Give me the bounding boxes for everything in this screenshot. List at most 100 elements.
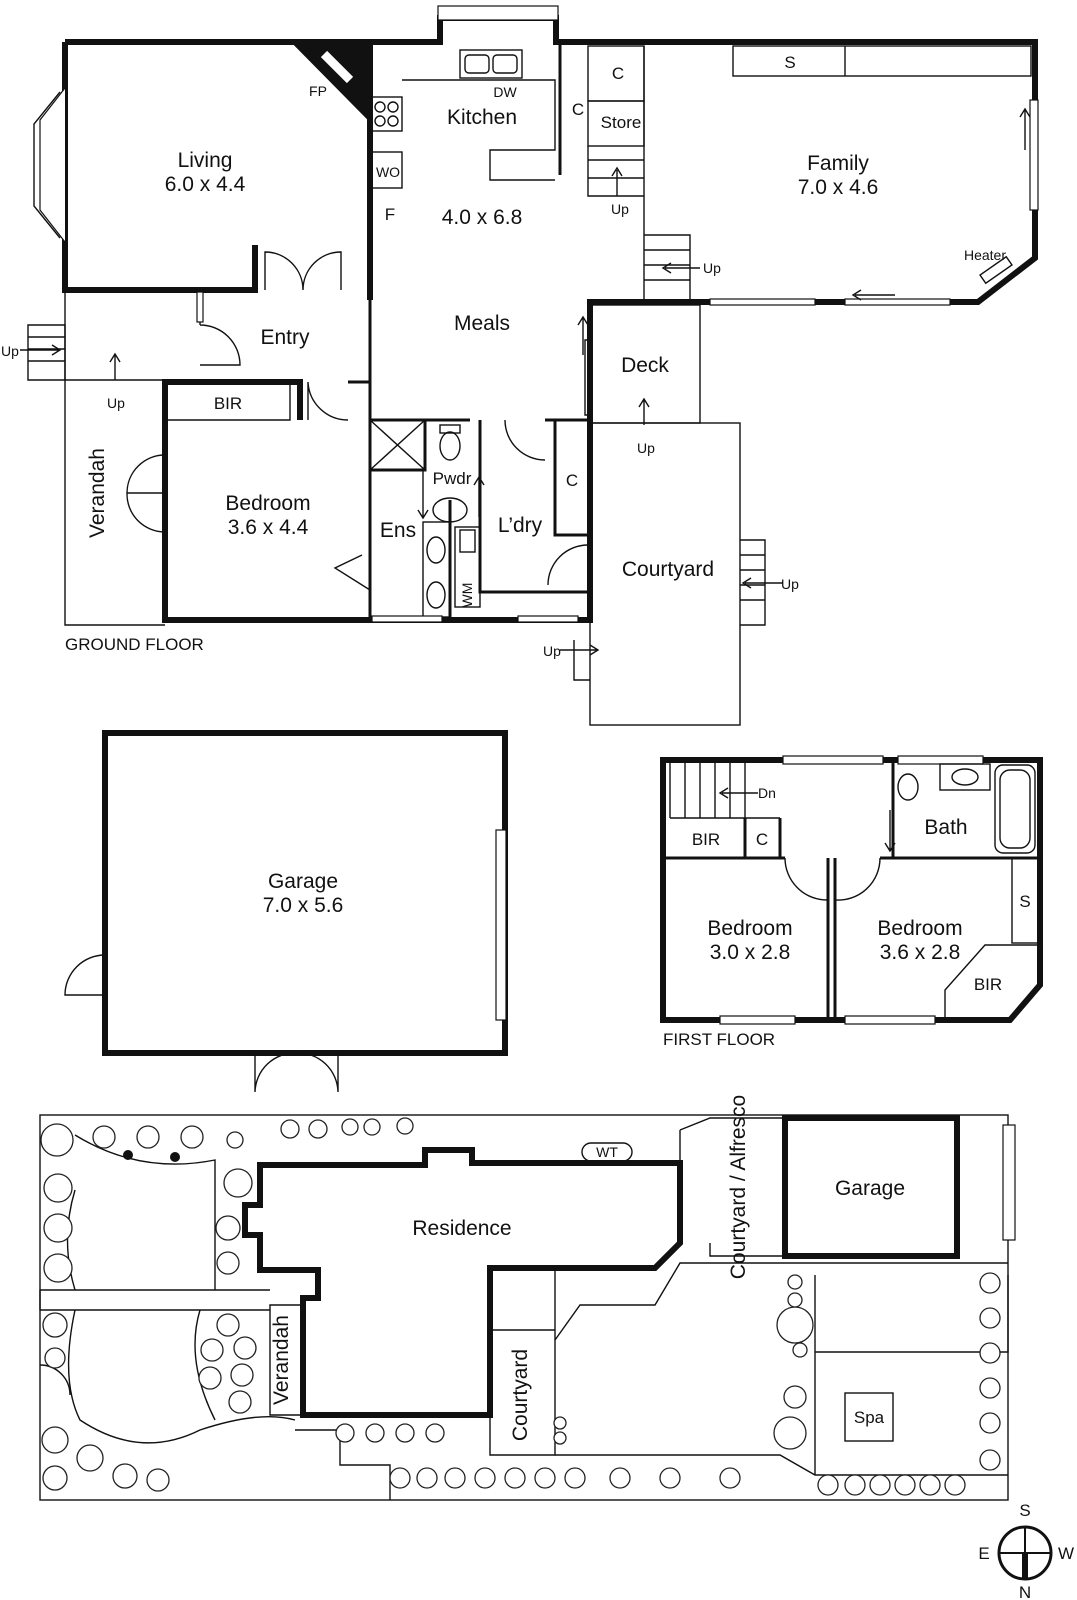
f-label: F — [385, 205, 395, 224]
washing-machine-icon — [454, 526, 481, 608]
deck-label: Deck — [621, 354, 669, 377]
pwdr-label: Pwdr — [433, 469, 472, 488]
site-garage-label: Garage — [835, 1177, 905, 1200]
cupboard-c1-label: C — [612, 64, 624, 83]
heater-label: Heater — [964, 247, 1006, 263]
first-floor-label: FIRST FLOOR — [663, 1030, 775, 1049]
bath-toilet-icon — [897, 773, 919, 801]
bath-tub-icon — [994, 764, 1036, 854]
kitchen-dims: 4.0 x 6.8 — [442, 206, 523, 229]
tree-icon — [40, 1117, 1001, 1496]
compass-east: E — [978, 1544, 989, 1563]
compass-south: S — [1019, 1501, 1030, 1520]
garage-plan: Garage 7.0 x 5.6 — [64, 730, 508, 1093]
site-residence-label: Residence — [412, 1217, 511, 1240]
family-bench-s — [732, 45, 1032, 77]
ground-floor-label: GROUND FLOOR — [65, 635, 204, 654]
bedroom1-dims: 3.0 x 2.8 — [710, 941, 791, 964]
site-courtyard-alfresco — [679, 1117, 786, 1257]
site-spa-deck — [555, 1275, 1009, 1476]
bedroom1-label: Bedroom — [707, 917, 792, 940]
living-bay-window — [39, 87, 66, 243]
family-label: Family — [807, 152, 869, 175]
garage-double-door-icon — [254, 1052, 339, 1093]
stair-arrow-icon — [20, 107, 1031, 656]
site-spa — [844, 1392, 894, 1442]
cupboard-c2-label: C — [572, 100, 584, 119]
bath-basin-icon — [939, 763, 991, 791]
bir1-label: BIR — [692, 830, 720, 849]
bedroom2-dims: 3.6 x 2.8 — [880, 941, 961, 964]
cooktop-icon — [369, 96, 403, 132]
wm-label: WM — [459, 583, 475, 608]
stair-dn-label: Dn — [758, 785, 776, 801]
bedroom-door-icon — [307, 381, 349, 421]
site-courtyard-label: Courtyard — [509, 1349, 532, 1441]
shelf-s-label: S — [1019, 892, 1030, 911]
family-side-window — [1029, 99, 1039, 211]
stair-up-label: Up — [1, 343, 19, 359]
ens-label: Ens — [380, 519, 416, 542]
bath-label: Bath — [924, 816, 967, 839]
family-window — [709, 298, 816, 306]
water-tank-icon — [581, 1142, 633, 1162]
kitchen-window — [437, 5, 559, 21]
fp-label: FP — [309, 83, 327, 99]
compass-west: W — [1058, 1544, 1074, 1563]
cupboard-c-label: C — [756, 830, 768, 849]
stair-up-label: Up — [703, 260, 721, 276]
courtyard-label: Courtyard — [622, 558, 714, 581]
sink-icon — [459, 49, 523, 79]
site-gate-icon — [39, 1364, 71, 1396]
family-stairs — [643, 46, 691, 302]
heater-icon — [979, 255, 1013, 285]
first-floor-plan: Bath Bedroom 3.0 x 2.8 Bedroom 3.6 x 2.8… — [660, 755, 1043, 1049]
vanity-icon — [422, 521, 451, 618]
ground-floor-outer-wall — [62, 15, 1038, 623]
first-floor-stairs — [669, 763, 780, 819]
garage-side-door-icon — [64, 954, 106, 996]
wo-label: WO — [376, 164, 400, 180]
store-label: Store — [601, 113, 642, 132]
bir-label: BIR — [214, 394, 242, 413]
toilet-icon — [439, 431, 461, 461]
stair-arrow-icon — [884, 810, 896, 853]
bir-robe — [164, 385, 291, 421]
dw-label: DW — [493, 84, 517, 100]
stair-up-label: Up — [611, 201, 629, 217]
family-dims: 7.0 x 4.6 — [798, 176, 879, 199]
compass-icon: S N E W — [978, 1501, 1074, 1600]
site-residence-outline — [242, 1147, 683, 1418]
site-courtyard-alfresco-label: Courtyard / Alfresco — [727, 1095, 750, 1279]
garage-walls — [102, 730, 508, 1056]
stair-up-label: Up — [637, 440, 655, 456]
verandah-label: Verandah — [86, 448, 109, 538]
laundry-label: L’dry — [498, 514, 543, 537]
compass-north: N — [1019, 1583, 1031, 1600]
site-boundary — [39, 1114, 1009, 1501]
garage-label: Garage — [268, 870, 338, 893]
laundry-door-icon — [547, 544, 589, 586]
entry-label: Entry — [260, 326, 310, 349]
site-verandah — [269, 1304, 306, 1416]
cupboard-c3-label: C — [566, 471, 578, 490]
fireplace-icon — [295, 42, 370, 118]
meals-label: Meals — [454, 312, 510, 335]
stair-up-label: Up — [543, 643, 561, 659]
bedroom-label: Bedroom — [225, 492, 310, 515]
courtyard — [589, 422, 741, 726]
ground-floor-plan: Living 6.0 x 4.4 Kitchen 4.0 x 6.8 Famil… — [1, 5, 1039, 726]
kitchen-bench — [402, 79, 556, 181]
kitchen-label: Kitchen — [447, 106, 517, 129]
bedroom-dims: 3.6 x 4.4 — [228, 516, 309, 539]
water-tank-label: WT — [596, 1144, 618, 1160]
family-s-label: S — [784, 53, 795, 72]
living-dims: 6.0 x 4.4 — [165, 173, 246, 196]
stair-up-label: Up — [107, 395, 125, 411]
entry-double-door-icon — [264, 251, 342, 291]
stair-up-label: Up — [781, 576, 799, 592]
shower-icon — [370, 418, 427, 472]
verandah-double-door-icon — [126, 454, 166, 533]
bir2-label: BIR — [974, 975, 1002, 994]
